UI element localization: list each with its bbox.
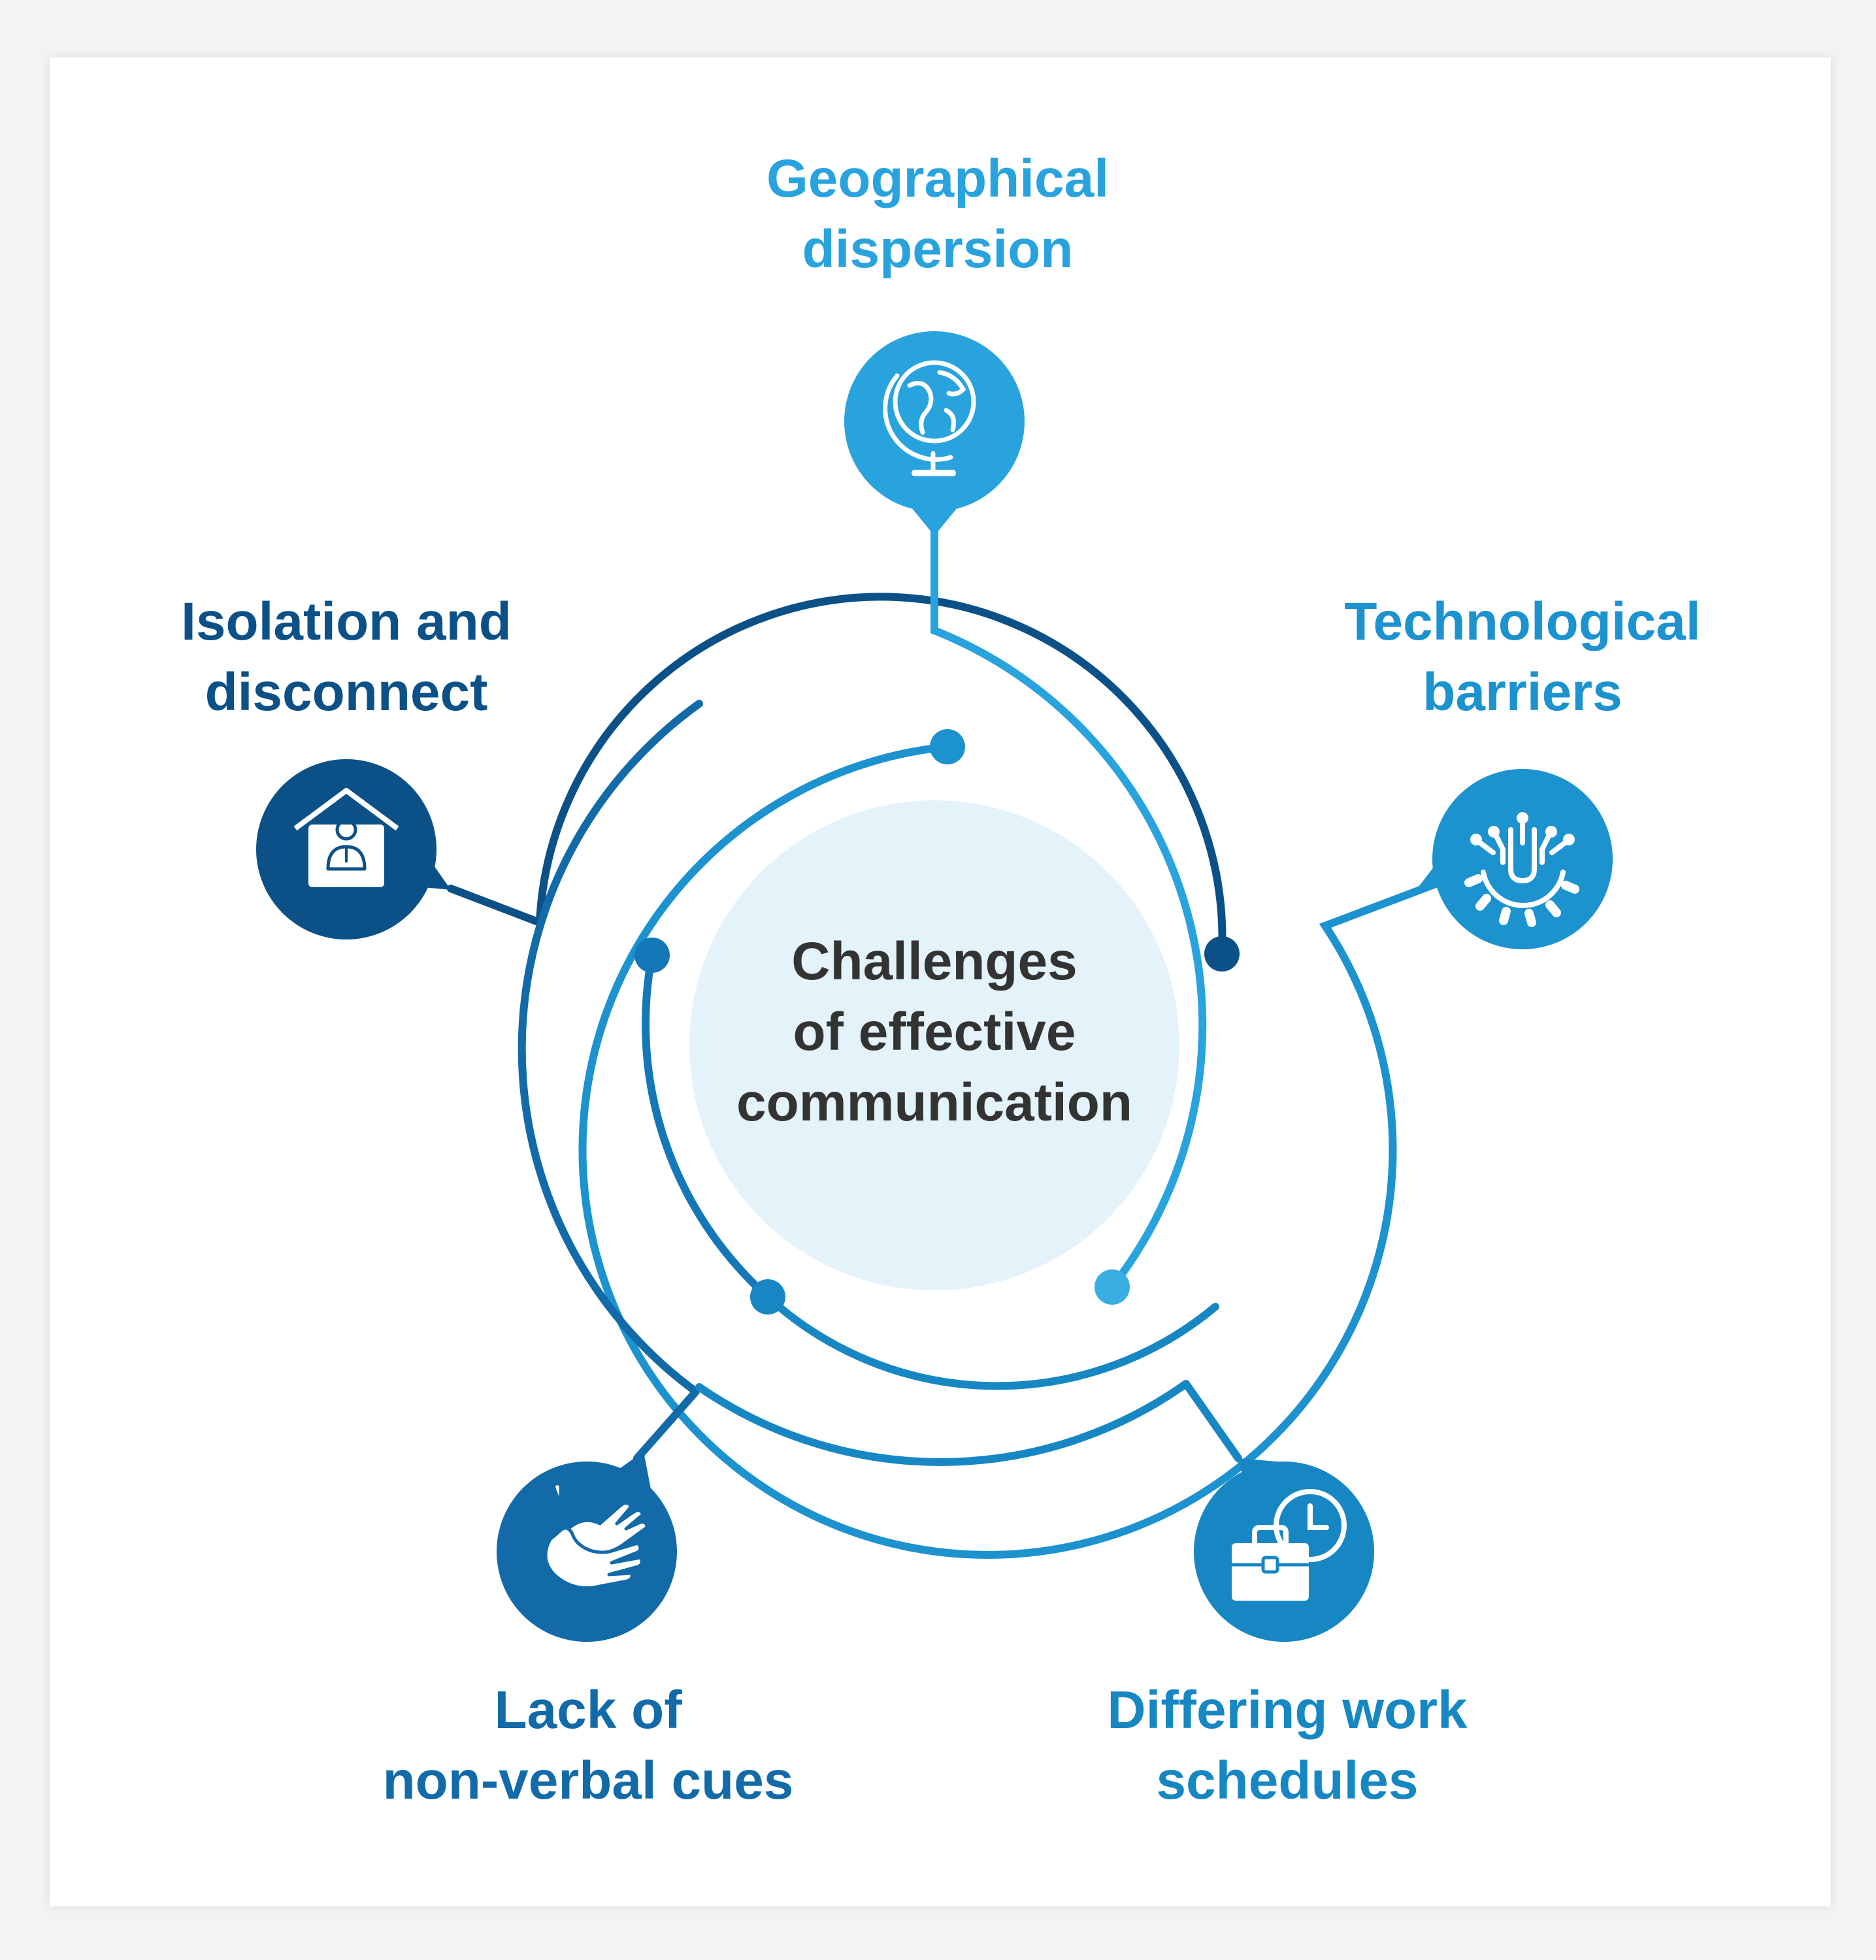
bottom-inner-connector-dot (750, 1279, 785, 1315)
briefcase-clock-icon (1232, 1489, 1347, 1601)
left-inner-connector (642, 951, 772, 1301)
isolation-connector (447, 593, 1226, 958)
label-differing-work-schedules: Differing work schedules (1107, 1680, 1468, 1810)
globe-icon (883, 360, 976, 476)
label-geographical-dispersion: Geographical dispersion (766, 149, 1110, 279)
geographical-connector-dot (1094, 1269, 1130, 1305)
home-user-icon (293, 788, 399, 887)
nonverbal-connector (518, 700, 703, 1462)
schedules-connector (695, 1380, 1242, 1466)
technological-connector (578, 743, 1445, 1559)
bottom-inner-connector (764, 1293, 1219, 1390)
node-nonverbal (497, 1452, 677, 1642)
isolation-connector-dot (1204, 936, 1240, 972)
gear-circuit-icon (1464, 819, 1579, 927)
label-technological-barriers: Technological barriers (1344, 592, 1701, 722)
center-title: Challenges of effective communication (736, 932, 1132, 1132)
technological-connector-dot (930, 729, 965, 764)
node-schedules (1194, 1456, 1374, 1642)
left-inner-connector-dot (634, 938, 670, 973)
label-lack-nonverbal-cues: Lack of non-verbal cues (382, 1680, 794, 1810)
geographical-connector (930, 525, 1207, 1291)
label-isolation-disconnect: Isolation and disconnect (181, 592, 512, 722)
node-geographical (844, 331, 1025, 536)
hands-icon (544, 1482, 649, 1590)
node-isolation (256, 759, 451, 939)
node-technological (1415, 769, 1613, 949)
center-circle (689, 800, 1179, 1290)
